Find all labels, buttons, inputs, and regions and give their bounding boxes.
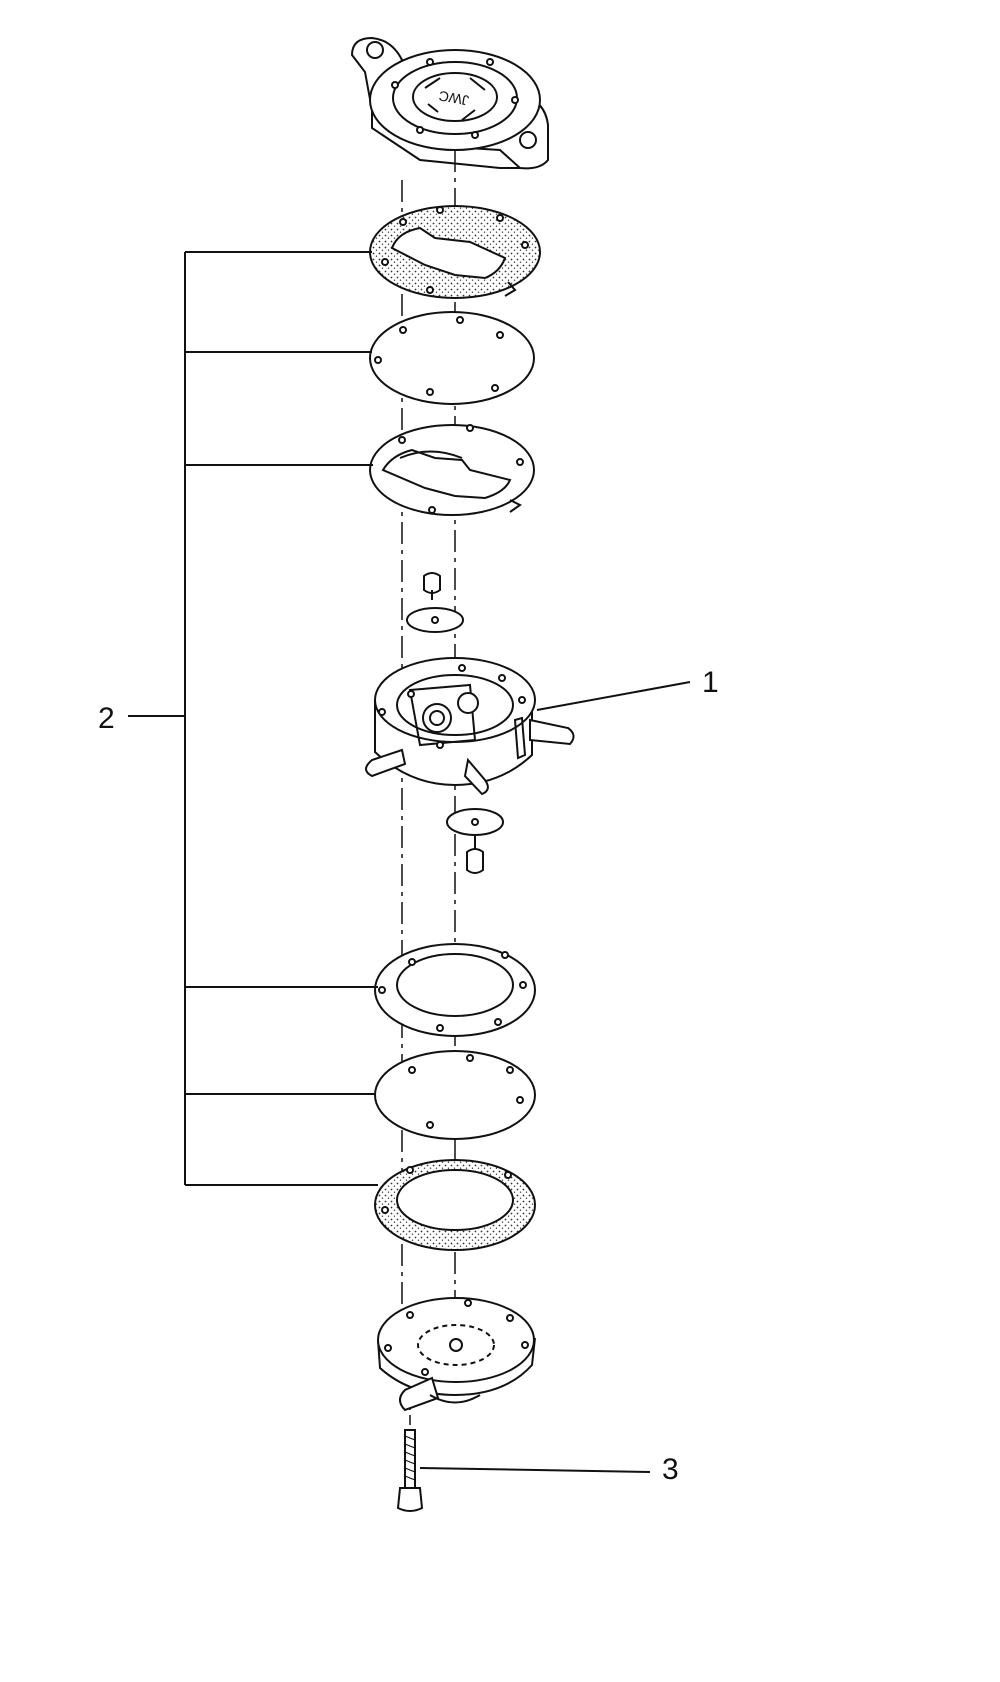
bottom-cover-spigot (399, 1376, 440, 1412)
upper-check-valve (406, 572, 464, 633)
top-diaphragm-disk (369, 311, 535, 405)
callout-label-1: 1 (702, 666, 719, 699)
pump-outlet-right (529, 718, 575, 746)
callout-label-2: 2 (98, 702, 115, 735)
callout-label-3: 3 (662, 1453, 679, 1486)
leader-line-1 (536, 681, 691, 711)
lower-diaphragm-disk (374, 1050, 536, 1140)
cover-logo-mark: JWC (437, 88, 470, 109)
top-gasket-stippled (369, 205, 541, 299)
cap-screw (396, 1429, 424, 1512)
lower-ring-gasket (374, 943, 536, 1037)
lower-gasket-stippled (374, 1159, 536, 1251)
pump-port-bottom (463, 757, 489, 796)
top-cover: JWC (350, 36, 549, 170)
bottom-cover (377, 1297, 536, 1412)
lower-check-valve (446, 808, 504, 874)
pump-inlet-left (365, 748, 407, 778)
valve-plate-gasket (369, 424, 535, 516)
pump-body (365, 657, 575, 796)
leader-line-3 (419, 1467, 651, 1473)
